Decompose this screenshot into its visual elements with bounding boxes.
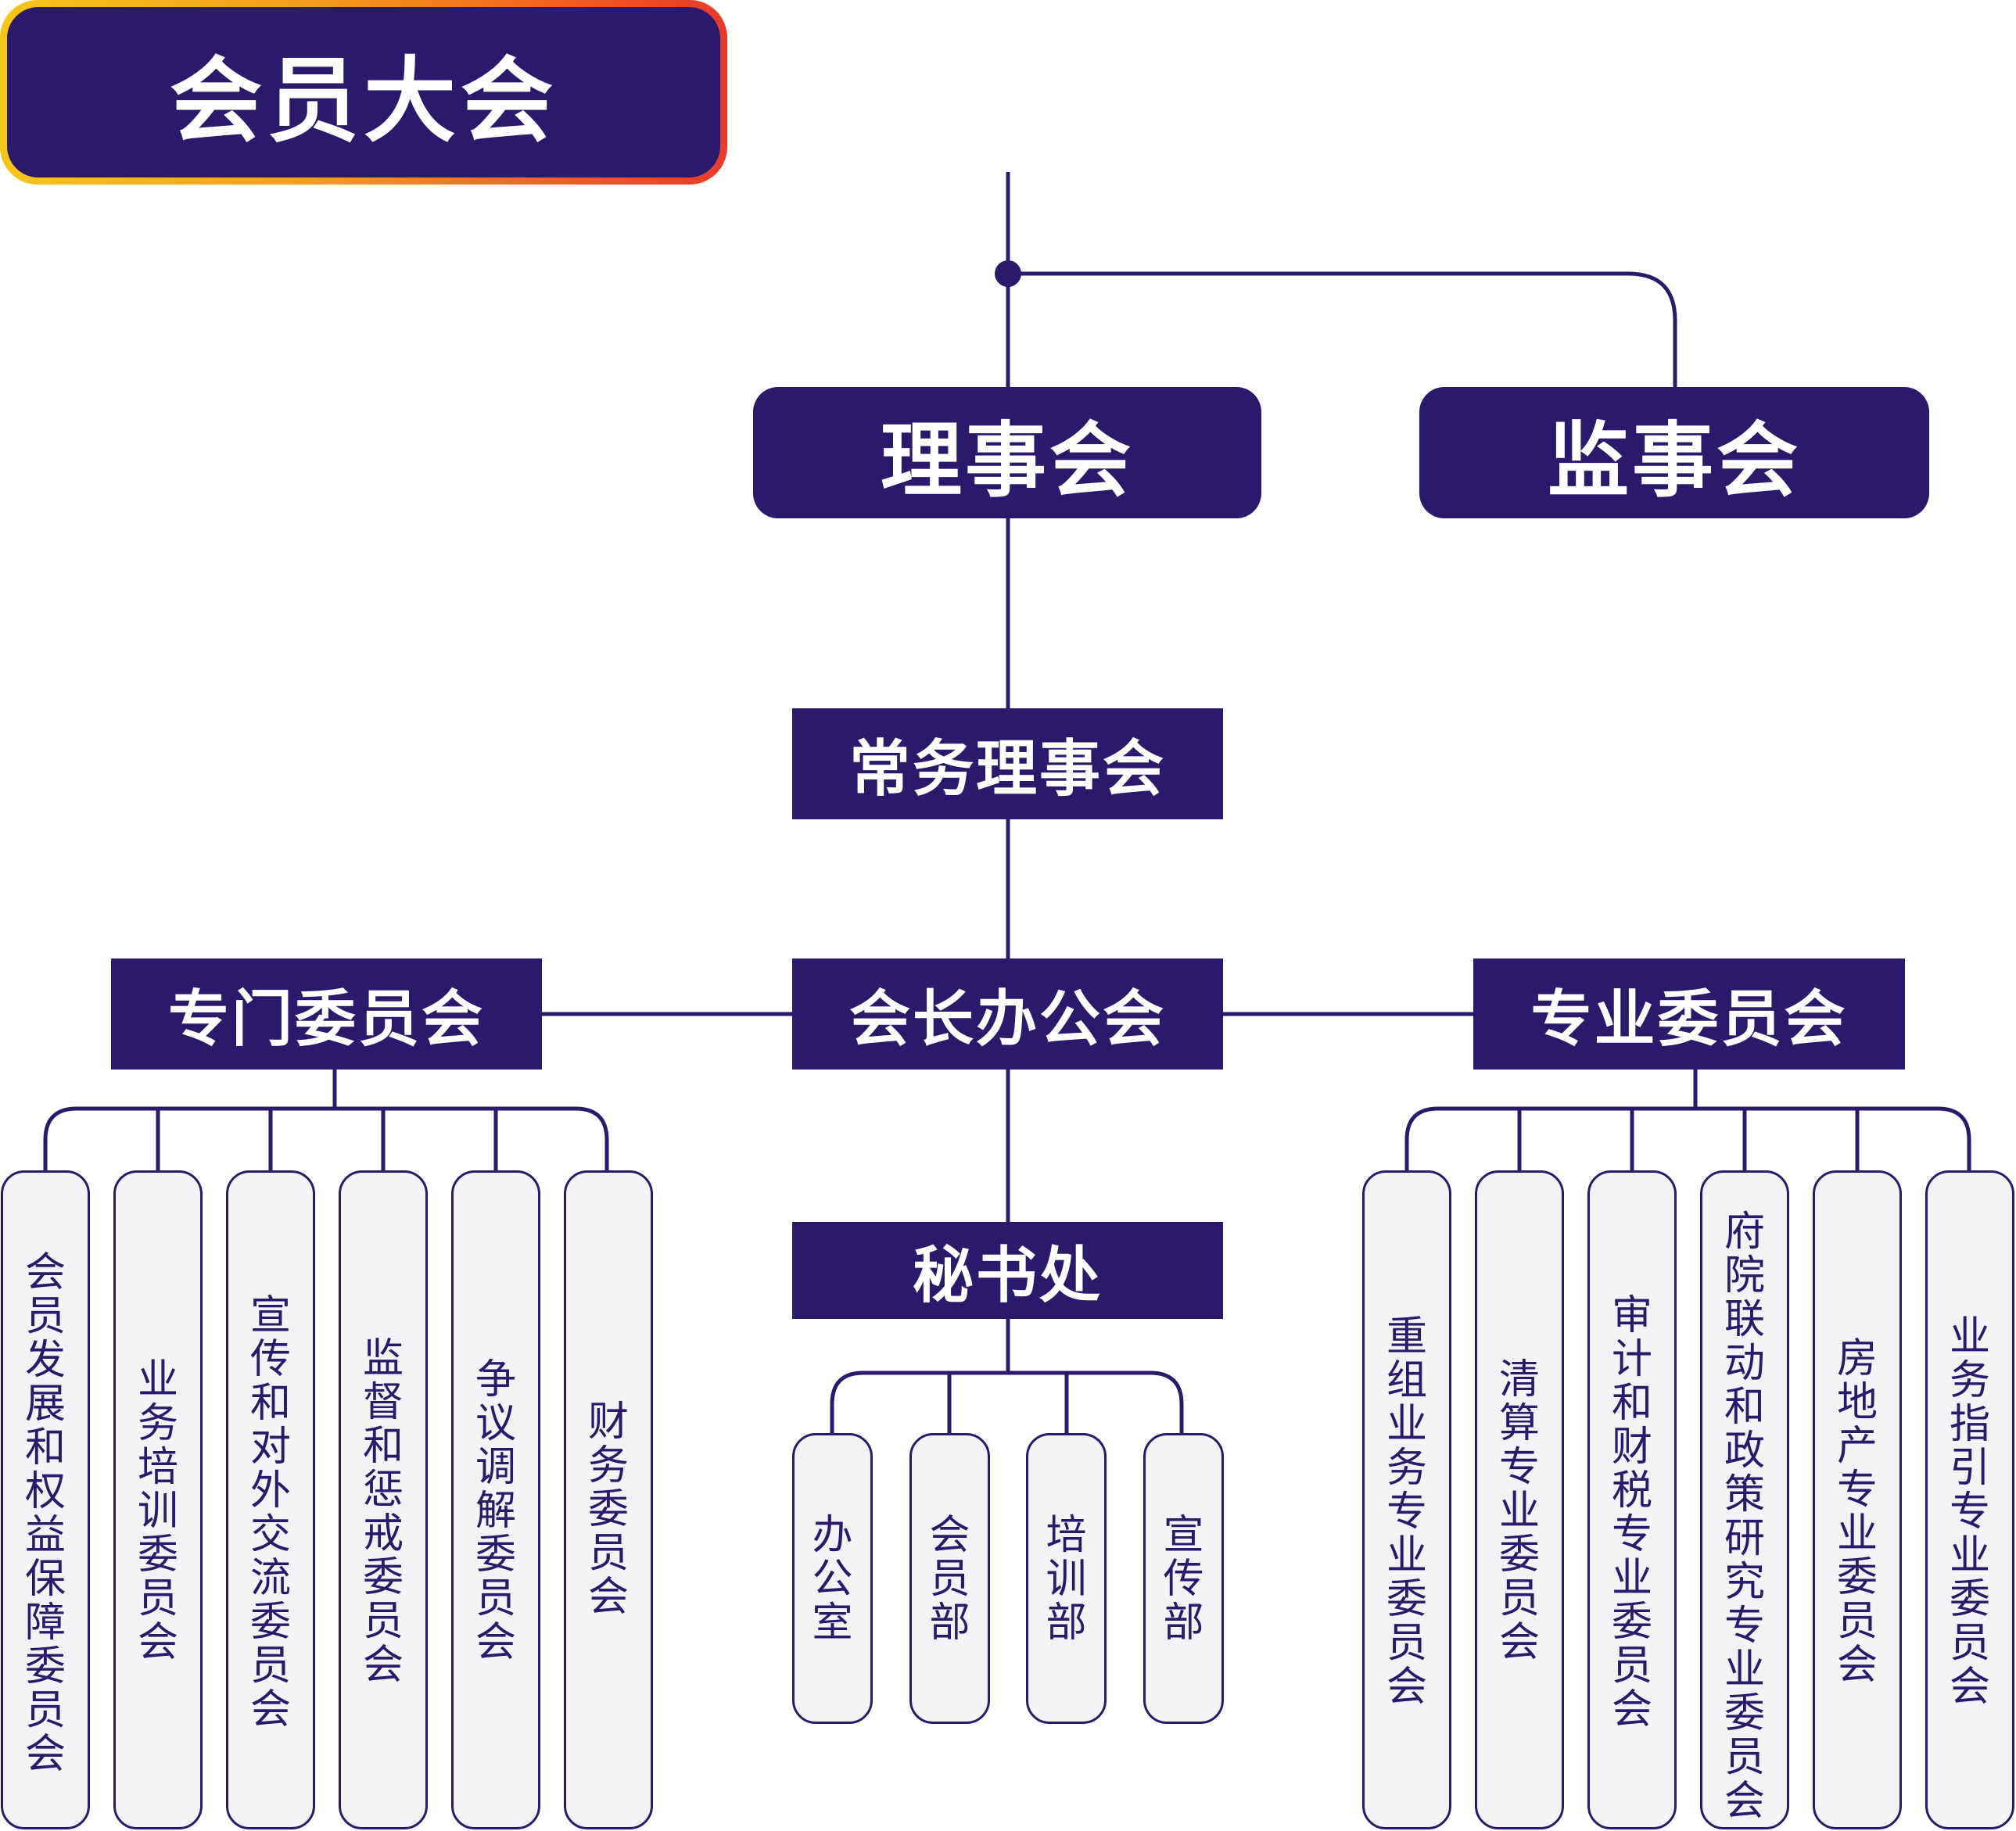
secretariat-dept-label: 会员部 [929, 1512, 970, 1646]
general-assembly-label: 会员大会 [7, 7, 720, 177]
professional-committee-label: 房地产专业委员会 [1836, 1335, 1878, 1689]
secretariat-dept-label: 办公室 [812, 1512, 853, 1646]
secretariat-dept-label: 培训部 [1046, 1512, 1087, 1646]
special-committee-pill: 业务培训委员会 [113, 1170, 203, 1829]
special-committee-label: 宣传和对外交流委员会 [249, 1292, 291, 1733]
special-committees-box: 专门委员会 [111, 958, 542, 1070]
professional-committees-box: 专业委员会 [1473, 958, 1905, 1070]
president-office-box: 会长办公会 [792, 958, 1223, 1070]
professional-committee-label: 业务指引专业委员会 [1949, 1313, 1990, 1711]
board-box: 理事会 [753, 387, 1261, 518]
special-committee-label: 业务培训委员会 [137, 1356, 178, 1666]
standing-council-box: 常务理事会 [792, 708, 1223, 819]
professional-committee-label: 府院联动和政策研究专业委员会 [1724, 1209, 1765, 1825]
secretariat-box: 秘书处 [792, 1222, 1223, 1319]
special-committee-label: 争议调解委员会 [475, 1356, 516, 1666]
professional-committee-label: 重组业务专业委员会 [1386, 1313, 1427, 1711]
special-committee-label: 财务委员会 [587, 1399, 629, 1621]
professional-committee-pill: 业务指引专业委员会 [1925, 1170, 2014, 1829]
professional-committee-pill: 清算专业委员会 [1475, 1170, 1564, 1829]
special-committee-pill: 财务委员会 [564, 1170, 653, 1829]
general-assembly-box: 会员大会 [0, 0, 727, 185]
special-committee-label: 监督和惩戒委员会 [362, 1335, 404, 1689]
connector-to-supervisors [1008, 271, 1677, 391]
junction-dot [995, 260, 1021, 287]
secretariat-dept-pill: 会员部 [909, 1433, 990, 1724]
special-committee-pill: 监督和惩戒委员会 [339, 1170, 428, 1829]
special-committee-label: 会员发展和权益保障委员会 [24, 1249, 66, 1778]
professional-committee-pill: 府院联动和政策研究专业委员会 [1700, 1170, 1789, 1829]
secretariat-dept-pill: 宣传部 [1143, 1433, 1224, 1724]
special-committee-pill: 宣传和对外交流委员会 [226, 1170, 315, 1829]
professional-committee-pill: 房地产专业委员会 [1813, 1170, 1902, 1829]
secretariat-dept-label: 宣传部 [1163, 1512, 1204, 1646]
professional-committee-label: 清算专业委员会 [1498, 1356, 1540, 1666]
special-committee-pill: 会员发展和权益保障委员会 [1, 1170, 90, 1829]
secretariat-dept-pill: 培训部 [1026, 1433, 1107, 1724]
secretariat-dept-pill: 办公室 [792, 1433, 873, 1724]
supervisors-box: 监事会 [1419, 387, 1929, 518]
special-committee-pill: 争议调解委员会 [451, 1170, 540, 1829]
professional-committee-pill: 审计和财税专业委员会 [1587, 1170, 1677, 1829]
professional-committee-label: 审计和财税专业委员会 [1611, 1292, 1652, 1733]
professional-committee-pill: 重组业务专业委员会 [1362, 1170, 1451, 1829]
